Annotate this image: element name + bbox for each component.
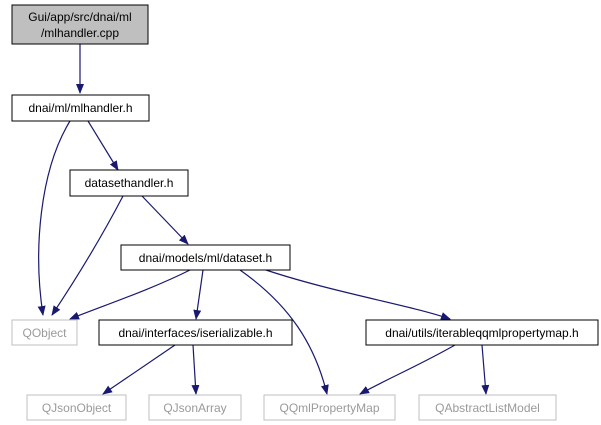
node-qobject: QObject	[11, 319, 78, 346]
edge-iserializable-h-to-qjsonobject	[102, 344, 176, 395]
edge-dataset-h-to-iterableqqmlpropertymap-h	[259, 267, 451, 320]
node-qjsonarray-label: QJsonArray	[163, 401, 226, 415]
edge-dataset-h-to-iserializable-h	[193, 269, 204, 320]
node-qqmlpropertymap: QQmlPropertyMap	[263, 394, 396, 421]
node-iterableqqmlpropertymap-h-label: dnai/utils/iterableqqmlpropertymap.h	[385, 326, 578, 340]
edge-mlhandler-h-to-datasethandler-h	[87, 120, 119, 171]
node-qqmlpropertymap-label: QQmlPropertyMap	[279, 401, 379, 415]
edge-iterableqqmlpropertymap-h-to-qqmlpropertymap	[359, 344, 456, 395]
edge-iserializable-h-to-qjsonarray	[191, 344, 200, 395]
node-qjsonobject-label: QJsonObject	[42, 401, 112, 415]
node-dataset-h[interactable]: dnai/models/ml/dataset.h	[120, 244, 291, 271]
nodes: Gui/app/src/dnai/ml /mlhandler.cpp dnai/…	[11, 4, 599, 421]
node-iserializable-h[interactable]: dnai/interfaces/iserializable.h	[98, 319, 293, 346]
edge-datasethandler-h-to-dataset-h	[141, 195, 189, 245]
node-datasethandler-h-label: datasethandler.h	[85, 176, 174, 190]
node-dataset-h-label: dnai/models/ml/dataset.h	[139, 251, 272, 265]
node-iserializable-h-label: dnai/interfaces/iserializable.h	[118, 326, 272, 340]
node-root-label-line2: /mlhandler.cpp	[41, 26, 119, 40]
edge-dataset-h-to-qqmlpropertymap	[239, 269, 329, 395]
node-qabstractlistmodel: QAbstractListModel	[418, 394, 557, 421]
edge-mlhandler-h-to-qobject	[37, 120, 71, 316]
edge-dataset-h-to-qobject	[69, 269, 191, 320]
node-qabstractlistmodel-label: QAbstractListModel	[435, 401, 540, 415]
node-root-label-line1: Gui/app/src/dnai/ml	[28, 10, 131, 24]
node-mlhandler-h[interactable]: dnai/ml/mlhandler.h	[11, 94, 150, 122]
node-root-mlhandler-cpp: Gui/app/src/dnai/ml /mlhandler.cpp	[11, 4, 149, 45]
node-qjsonobject: QJsonObject	[26, 394, 127, 421]
edges	[37, 44, 490, 395]
node-qobject-label: QObject	[22, 326, 67, 340]
node-mlhandler-h-label: dnai/ml/mlhandler.h	[28, 101, 132, 115]
node-iterableqqmlpropertymap-h[interactable]: dnai/utils/iterableqqmlpropertymap.h	[365, 319, 599, 346]
edge-datasethandler-h-to-qobject	[51, 195, 124, 316]
node-qjsonarray: QJsonArray	[148, 394, 242, 421]
node-datasethandler-h[interactable]: datasethandler.h	[69, 169, 189, 197]
edge-iterableqqmlpropertymap-h-to-qabstractlistmodel	[481, 344, 490, 395]
